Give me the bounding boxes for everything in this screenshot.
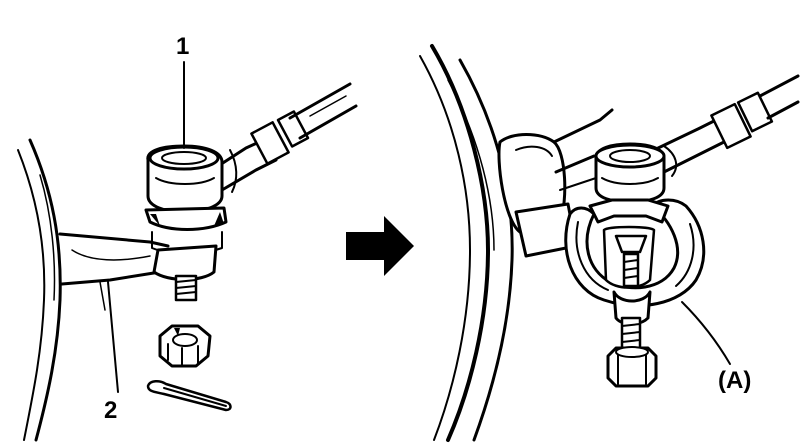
right-arrow-icon xyxy=(346,216,414,276)
tie-rod-end-body xyxy=(144,144,228,302)
leader-line-2 xyxy=(107,281,119,393)
leader-line-A xyxy=(681,301,731,365)
right-panel xyxy=(419,44,800,442)
castle-nut xyxy=(158,324,212,368)
left-panel xyxy=(17,61,358,442)
callout-A-label: (A) xyxy=(718,367,751,394)
callout-2-label: 2 xyxy=(104,397,117,424)
tie-rod-end-puller-tool xyxy=(564,198,706,388)
tie-rod-shaft-left xyxy=(210,82,358,193)
tie-rod-end-body-right xyxy=(594,142,666,204)
steering-knuckle xyxy=(497,108,614,258)
tie-rod-shaft-right xyxy=(652,74,800,177)
wheel-disc-right xyxy=(419,44,514,442)
cotter-pin xyxy=(146,380,232,412)
wheel-disc-left xyxy=(17,138,62,442)
callout-1-label: 1 xyxy=(176,33,189,60)
